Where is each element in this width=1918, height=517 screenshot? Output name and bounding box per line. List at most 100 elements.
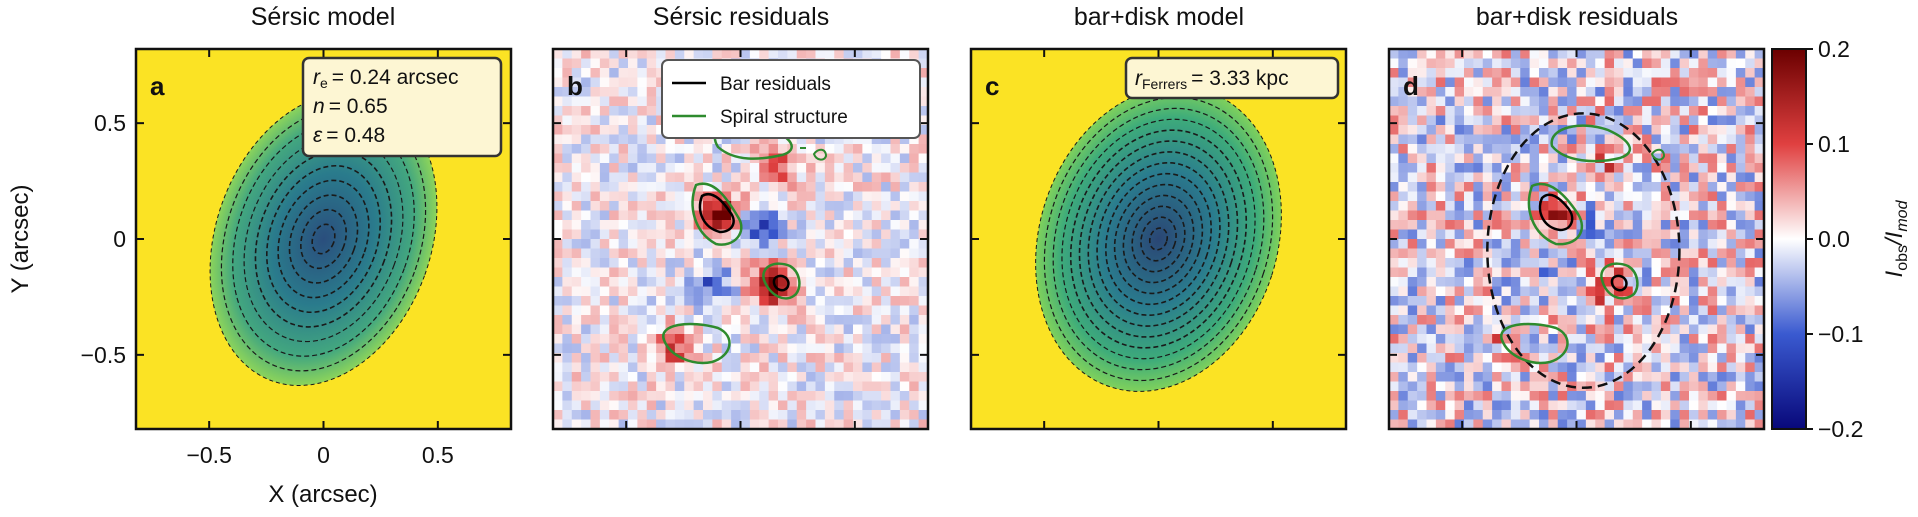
residual-pixel (731, 410, 742, 420)
residual-pixel (646, 334, 657, 344)
residual-pixel (1595, 220, 1606, 230)
residual-pixel (1539, 277, 1549, 287)
colorbar-tick-label: −0.2 (1818, 416, 1863, 442)
residual-pixel (1679, 191, 1690, 202)
residual-pixel (731, 267, 742, 278)
residual-pixel (1567, 334, 1578, 344)
residual-pixel (590, 144, 601, 154)
residual-pixel (918, 182, 928, 192)
residual-pixel (1717, 258, 1728, 268)
residual-pixel (843, 296, 854, 306)
residual-pixel (553, 410, 563, 420)
residual-pixel (1426, 239, 1437, 249)
residual-pixel (1454, 96, 1465, 107)
residual-pixel (646, 277, 657, 287)
residual-pixel (609, 334, 620, 344)
residual-pixel (1614, 419, 1624, 429)
residual-pixel (562, 362, 573, 373)
residual-pixel (1707, 87, 1718, 97)
residual-pixel (1745, 334, 1756, 344)
residual-pixel (599, 258, 610, 268)
residual-pixel (749, 343, 760, 354)
residual-pixel (749, 277, 760, 287)
residual-pixel (1670, 381, 1681, 392)
residual-pixel (1679, 248, 1690, 259)
residual-pixel (1501, 391, 1512, 401)
residual-pixel (553, 400, 563, 411)
residual-pixel (1707, 315, 1718, 325)
residual-pixel (824, 324, 835, 335)
residual-pixel (1520, 258, 1531, 268)
residual-pixel (628, 229, 638, 240)
residual-pixel (1548, 305, 1559, 316)
residual-pixel (1482, 58, 1493, 69)
residual-pixel (1520, 153, 1531, 164)
residual-pixel (1529, 49, 1540, 59)
residual-pixel (1670, 400, 1681, 411)
residual-pixel (656, 381, 667, 392)
residual-pixel (881, 153, 892, 164)
residual-pixel (571, 106, 582, 116)
residual-pixel (853, 286, 863, 297)
residual-pixel (1660, 343, 1671, 354)
residual-pixel (1473, 315, 1484, 325)
residual-pixel (581, 125, 592, 135)
residual-pixel (778, 372, 788, 382)
residual-pixel (1604, 391, 1615, 401)
residual-pixel (553, 58, 563, 69)
residual-pixel (740, 324, 751, 335)
residual-pixel (899, 362, 910, 373)
residual-pixel (1557, 353, 1568, 363)
residual-pixel (628, 277, 638, 287)
residual-pixel (1407, 324, 1418, 335)
residual-pixel (1670, 258, 1681, 268)
residual-pixel (824, 153, 835, 164)
residual-pixel (1698, 153, 1709, 164)
panel-b-legend: Bar residuals Spiral structure (661, 59, 921, 139)
residual-pixel (1529, 362, 1540, 373)
residual-pixel (1651, 381, 1662, 392)
residual-pixel (918, 115, 928, 126)
residual-pixel (824, 229, 835, 240)
residual-pixel (1482, 77, 1493, 88)
residual-pixel (1660, 305, 1671, 316)
residual-pixel (1492, 201, 1503, 211)
residual-pixel (1520, 400, 1531, 411)
residual-pixel (824, 49, 835, 59)
residual-pixel (656, 191, 667, 202)
residual-pixel (1614, 163, 1624, 173)
residual-pixel (1445, 239, 1456, 249)
residual-pixel (918, 68, 928, 78)
residual-pixel (1689, 296, 1699, 306)
residual-pixel (1520, 201, 1531, 211)
residual-pixel (646, 115, 657, 126)
residual-pixel (721, 410, 732, 420)
residual-pixel (1576, 362, 1587, 373)
residual-pixel (1557, 115, 1568, 126)
spiral-contour (812, 148, 828, 161)
residual-pixel (834, 258, 845, 268)
residual-pixel (1435, 125, 1446, 135)
residual-pixel (796, 49, 807, 59)
residual-pixel (1464, 125, 1474, 135)
residual-pixel (637, 210, 648, 221)
residual-pixel (1604, 315, 1615, 325)
residual-pixel (1679, 353, 1690, 363)
residual-pixel (843, 144, 854, 154)
residual-pixel (881, 248, 892, 259)
residual-pixel (1435, 134, 1446, 145)
residual-pixel (1510, 77, 1521, 88)
residual-pixel (918, 229, 928, 240)
residual-pixel (1632, 315, 1643, 325)
residual-pixel (1670, 372, 1681, 382)
residual-pixel (646, 372, 657, 382)
residual-pixel (1735, 125, 1746, 135)
residual-pixel (693, 324, 704, 335)
textbox-frame (301, 56, 503, 158)
residual-pixel (628, 153, 638, 164)
residual-pixel (1735, 239, 1746, 249)
residual-pixel (1473, 248, 1484, 259)
residual-pixel (1557, 277, 1568, 287)
residual-pixel (862, 258, 873, 268)
residual-pixel (562, 353, 573, 363)
